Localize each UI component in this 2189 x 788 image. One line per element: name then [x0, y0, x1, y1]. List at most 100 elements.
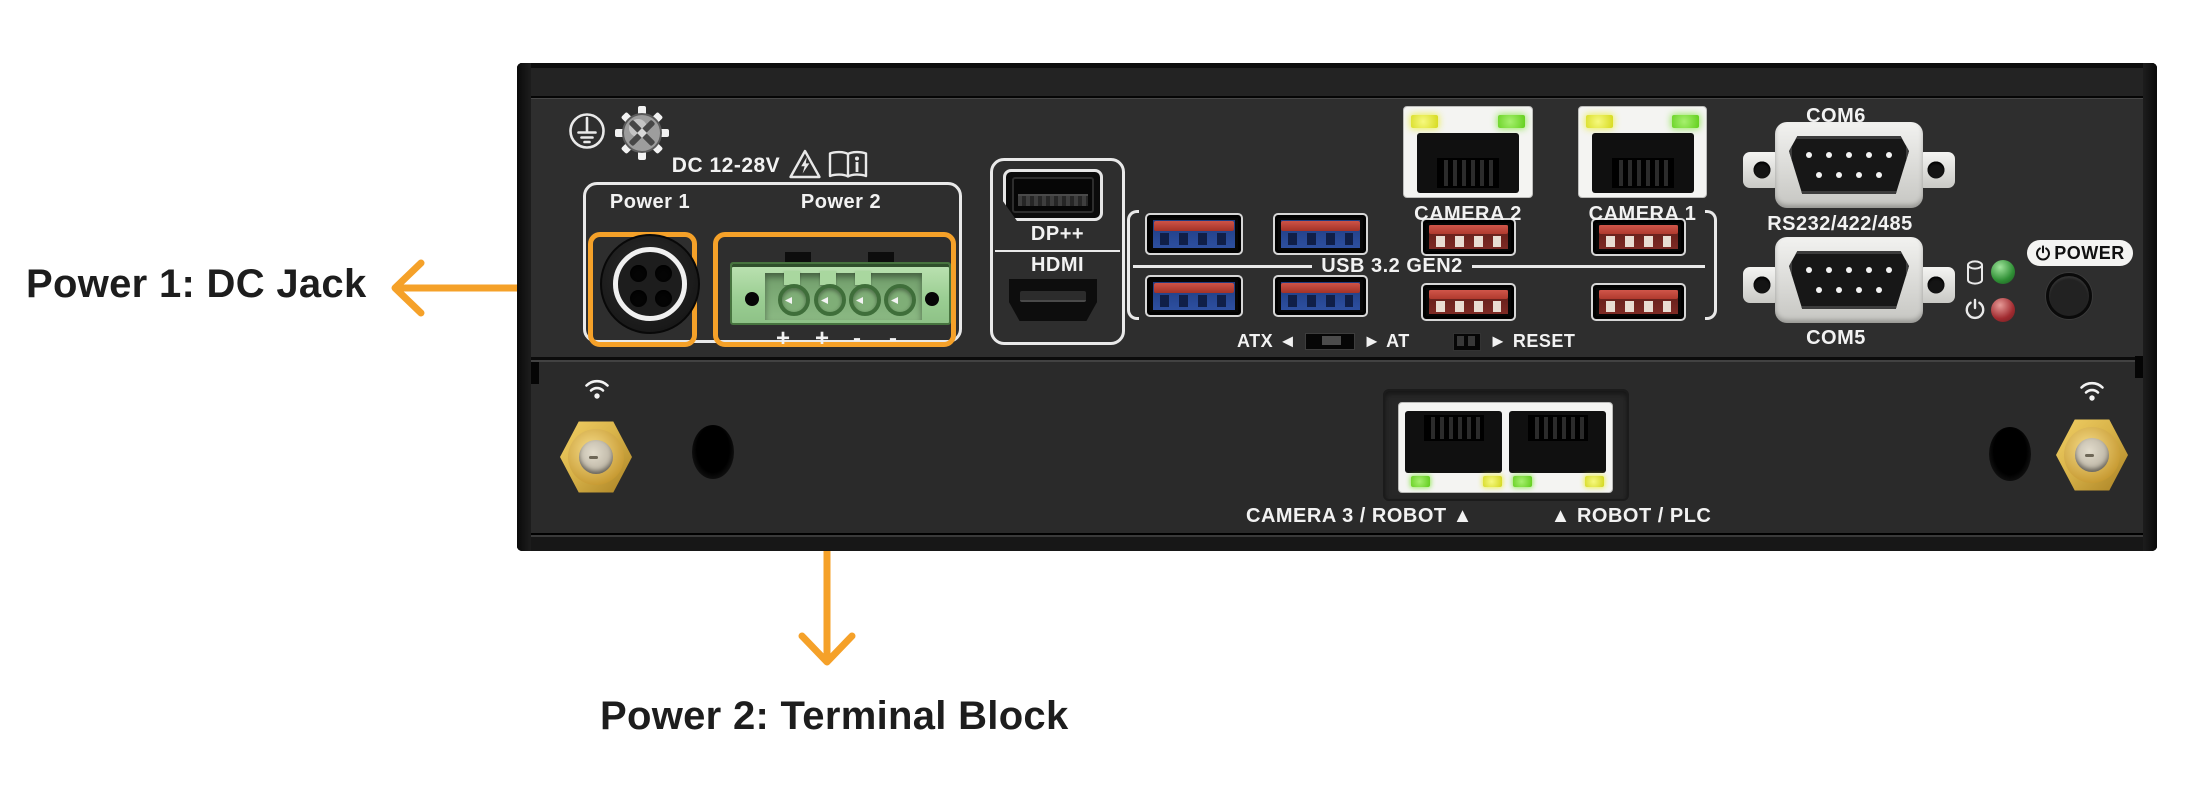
- usb-camera2-port: [1421, 218, 1516, 256]
- terminal-block-tab: [785, 252, 811, 264]
- link-led-yellow: [1483, 476, 1502, 487]
- terminal-divider: [784, 271, 800, 285]
- terminal-screw: [778, 284, 810, 316]
- terminal-screw: [849, 284, 881, 316]
- link-led-green: [1513, 476, 1532, 487]
- camera1-ethernet-port: [1578, 106, 1707, 198]
- camera2-label: CAMERA 2: [1414, 203, 1522, 225]
- power2-title: Power 2: [800, 191, 882, 213]
- camera1-label: CAMERA 1: [1588, 203, 1697, 225]
- db9-face: [1789, 136, 1909, 194]
- chassis-left-flange: [517, 63, 531, 551]
- usb-camera1-port: [1591, 218, 1686, 256]
- dc-jack-pin-hole: [655, 265, 672, 282]
- wifi-icon: [2080, 381, 2104, 401]
- hdmi-port: [1009, 279, 1097, 321]
- db9-screw-ear: [1743, 152, 1781, 188]
- com5-port: [1743, 235, 1955, 327]
- chassis-right-flange: [2143, 63, 2157, 551]
- reset-switch-row: ► RESET: [1453, 331, 1575, 352]
- db9-shell: [1775, 237, 1923, 323]
- chassis-lower-section: [517, 357, 2157, 533]
- usb-bracket-right: [1705, 210, 1717, 320]
- link-led-green: [1672, 115, 1699, 128]
- usb3-port: [1145, 275, 1243, 317]
- terminal-block-port: [730, 262, 951, 325]
- usb-camera1-port: [1591, 283, 1686, 321]
- chassis-bottom-edge: [517, 533, 2157, 551]
- mounting-screw-icon: [615, 106, 669, 160]
- manual-icon: [828, 150, 868, 178]
- power-group-outline: [583, 182, 962, 343]
- displayport-tongue: [1018, 194, 1088, 206]
- power2-highlight-box: [713, 232, 956, 347]
- annotation-power2: Power 2: Terminal Block: [600, 694, 1069, 738]
- robot-plc-ethernet-port: [1509, 411, 1606, 473]
- power-glyph-icon: [2036, 245, 2051, 261]
- hdd-led: [1991, 260, 2015, 284]
- annotation-power1: Power 1: DC Jack: [26, 262, 367, 306]
- polarity-minus: -: [889, 325, 897, 352]
- dual-ethernet-block: [1398, 402, 1613, 493]
- atx-at-switch-row: ATX ◄ ► AT: [1237, 331, 1410, 352]
- usb-camera2-port: [1421, 283, 1516, 321]
- usb-line-left: [1133, 265, 1323, 268]
- at-label: ► AT: [1362, 331, 1410, 351]
- display-group-outline: [990, 158, 1125, 345]
- polarity-plus: +: [814, 325, 829, 352]
- antenna-hole-right: [1989, 427, 2031, 481]
- db9-screw-ear: [1743, 267, 1781, 303]
- antenna-hole-left: [692, 425, 734, 479]
- reset-switch: [1453, 332, 1481, 351]
- camera2-ethernet-port: [1403, 106, 1533, 198]
- chassis-top-edge: [517, 63, 2157, 98]
- rj45-jack: [1591, 133, 1694, 193]
- display-group-divider: [995, 250, 1120, 252]
- rj45-jack: [1417, 133, 1519, 193]
- device-rear-panel: DC 12-28V Power 1 Power 2: [517, 63, 2157, 551]
- power-button: [2046, 273, 2092, 319]
- robot-plc-label: ▲ ROBOT / PLC: [1550, 505, 1712, 527]
- chassis-notch-left: [531, 362, 539, 384]
- arrow-head-left-icon: [391, 259, 425, 317]
- usb3-port: [1145, 213, 1243, 255]
- reset-label: ► RESET: [1489, 331, 1576, 351]
- polarity-plus: +: [775, 325, 790, 352]
- power-symbol-icon: [1965, 298, 1985, 320]
- com6-port: [1743, 120, 1955, 212]
- usb3-port: [1273, 213, 1368, 255]
- power-button-badge: POWER: [2027, 240, 2133, 266]
- hdmi-label: HDMI: [1030, 254, 1085, 276]
- dc-jack-ring: [613, 247, 687, 321]
- usb3-port: [1273, 275, 1368, 317]
- terminal-divider: [820, 271, 836, 285]
- db9-pins: [1806, 152, 1812, 158]
- dc-jack-port: [600, 234, 700, 334]
- ground-icon: [569, 113, 605, 149]
- link-led-yellow: [1585, 476, 1604, 487]
- dc-jack-pin-hole: [630, 290, 647, 307]
- hdd-icon: [1967, 260, 1983, 285]
- warning-icon: [789, 149, 821, 179]
- power-label: POWER: [2054, 242, 2125, 263]
- camera3-robot-ethernet-port: [1405, 411, 1502, 473]
- chassis-notch-right: [2135, 356, 2143, 378]
- db9-face: [1789, 251, 1909, 309]
- usb-line-right: [1462, 265, 1705, 268]
- rs232-label: RS232/422/485: [1767, 213, 1913, 235]
- wifi-icon: [585, 379, 609, 399]
- power-led: [1991, 298, 2015, 322]
- hdmi-tongue: [1020, 291, 1086, 302]
- displayport-port: [1003, 169, 1103, 221]
- sma-pin: [579, 440, 613, 474]
- camera3-robot-label: CAMERA 3 / ROBOT ▲: [1246, 505, 1473, 527]
- polarity-minus: -: [853, 325, 861, 352]
- dc-jack-pin-hole: [630, 265, 647, 282]
- terminal-block-tab: [868, 252, 894, 264]
- terminal-mount-hole: [925, 292, 939, 306]
- db9-shell: [1775, 122, 1923, 208]
- usb-bracket-left: [1127, 210, 1139, 320]
- com5-label: COM5: [1806, 327, 1866, 349]
- power1-title: Power 1: [609, 191, 691, 213]
